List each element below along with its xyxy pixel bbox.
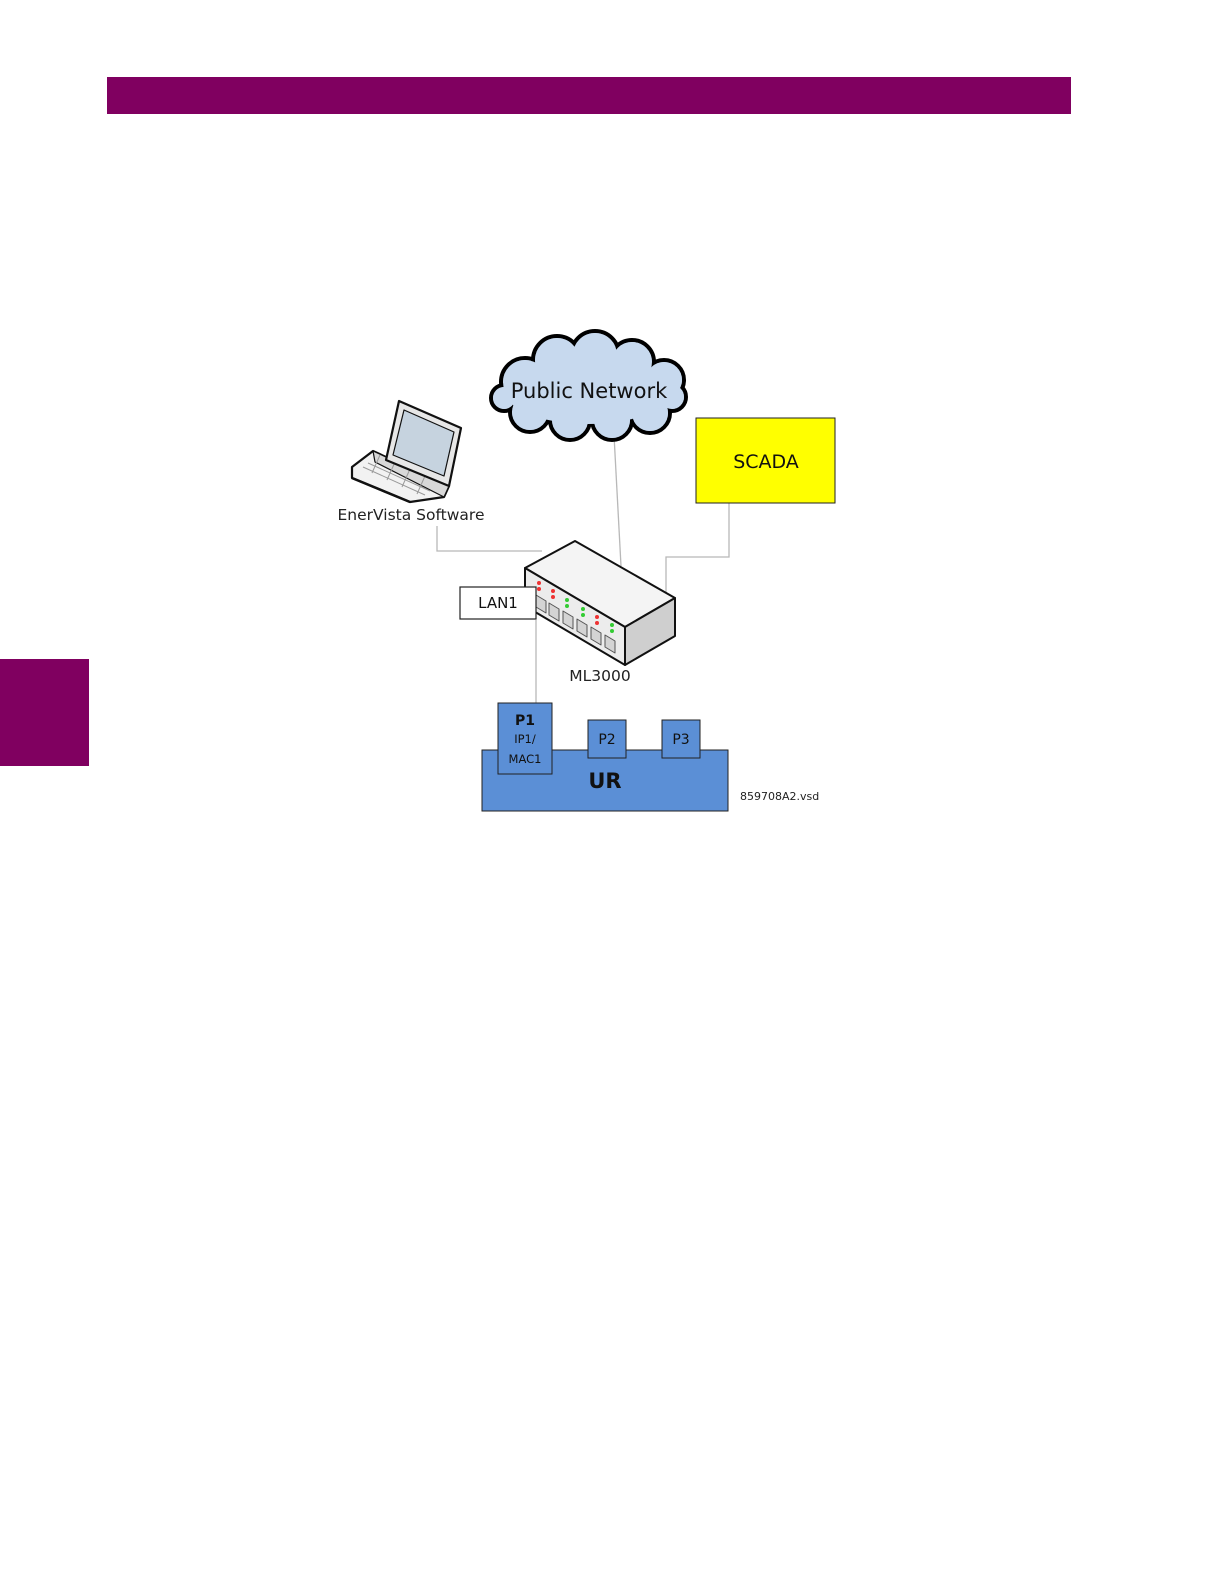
ml3000-switch-icon xyxy=(525,541,675,665)
laptop-icon xyxy=(352,401,461,502)
ur-label: UR xyxy=(588,769,621,793)
laptop-to-switch-line xyxy=(437,526,542,551)
scada-to-switch-line xyxy=(666,503,729,594)
port-p2: P2 xyxy=(588,720,626,758)
laptop-label: EnerVista Software xyxy=(337,506,484,524)
ur-device: UR P1 IP1/ MAC1 P2 P3 xyxy=(482,703,728,811)
port-p1-ip: IP1/ xyxy=(514,732,536,746)
switch-label: ML3000 xyxy=(569,667,630,685)
port-p1-title: P1 xyxy=(515,713,535,729)
lan1-label: LAN1 xyxy=(478,594,518,612)
port-p1: P1 IP1/ MAC1 xyxy=(498,703,552,774)
scada-label: SCADA xyxy=(733,451,799,473)
file-reference: 859708A2.vsd xyxy=(740,790,819,803)
port-p3: P3 xyxy=(662,720,700,758)
port-p1-mac: MAC1 xyxy=(509,752,542,766)
lan1-box: LAN1 xyxy=(460,587,536,619)
port-p2-label: P2 xyxy=(598,732,615,748)
cloud-to-switch-line xyxy=(614,435,621,566)
scada-box: SCADA xyxy=(696,418,835,503)
port-p3-label: P3 xyxy=(672,732,689,748)
cloud-label: Public Network xyxy=(511,379,668,403)
public-network-cloud: Public Network xyxy=(491,331,686,440)
